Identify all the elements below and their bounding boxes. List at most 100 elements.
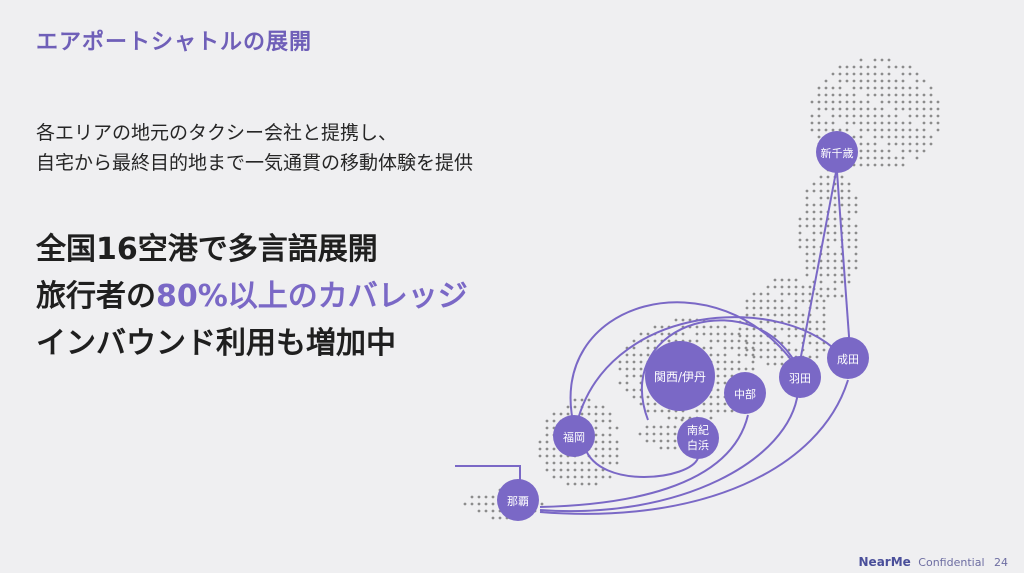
map-dot (759, 299, 763, 303)
highlight-line-2: 旅行者の80%以上のカバレッジ (36, 273, 468, 320)
map-dot (812, 210, 816, 214)
map-dot (854, 266, 858, 270)
map-dot (601, 475, 605, 479)
map-dot (901, 149, 905, 153)
map-dot (716, 409, 720, 413)
map-dot (808, 355, 812, 359)
map-dot (545, 461, 549, 465)
map-dot (646, 332, 650, 336)
airport-kansai-itami-label: 関西/伊丹 (654, 370, 706, 384)
map-dot (833, 196, 837, 200)
map-dot (773, 355, 777, 359)
map-dot (618, 367, 622, 371)
map-dot (840, 266, 844, 270)
map-dot (594, 440, 598, 444)
map-dot (808, 341, 812, 345)
map-dot (559, 454, 563, 458)
map-dot (833, 224, 837, 228)
map-dot (601, 419, 605, 423)
map-dot (646, 339, 650, 343)
map-dot (798, 238, 802, 242)
map-dot (833, 294, 837, 298)
map-dot (709, 353, 713, 357)
map-dot (745, 327, 749, 331)
map-dot (901, 121, 905, 125)
map-dot (601, 433, 605, 437)
map-dot (646, 353, 650, 357)
map-dot (723, 409, 727, 413)
map-dot (566, 482, 570, 486)
map-dot (819, 189, 823, 193)
map-dot (826, 287, 830, 291)
map-dot (887, 86, 891, 90)
map-dot (922, 79, 926, 83)
map-dot (666, 439, 670, 443)
map-dot (840, 203, 844, 207)
map-dot (608, 412, 612, 416)
map-dot (730, 346, 734, 350)
map-dot (880, 156, 884, 160)
map-dot (601, 447, 605, 451)
map-dot (840, 273, 844, 277)
map-dot (601, 454, 605, 458)
map-dot (838, 86, 842, 90)
map-dot (660, 325, 664, 329)
map-dot (566, 405, 570, 409)
map-dot (812, 182, 816, 186)
map-dot (798, 231, 802, 235)
map-dot (615, 447, 619, 451)
map-dot (759, 341, 763, 345)
map-dot (766, 313, 770, 317)
intro-line-1: 各エリアの地元のタクシー会社と提携し、 (36, 122, 398, 144)
map-dot (766, 306, 770, 310)
map-dot (887, 156, 891, 160)
map-dot (766, 299, 770, 303)
map-dot (908, 93, 912, 97)
map-dot (866, 93, 870, 97)
map-dot (915, 149, 919, 153)
map-dot (625, 353, 629, 357)
map-dot (805, 217, 809, 221)
map-dot (805, 259, 809, 263)
map-dot (745, 306, 749, 310)
connection-lines (455, 171, 851, 515)
map-dot (929, 135, 933, 139)
map-dot (666, 446, 670, 450)
map-dot (491, 516, 495, 520)
map-dot (873, 93, 877, 97)
map-dot (901, 100, 905, 104)
map-dot (812, 238, 816, 242)
map-dot (587, 468, 591, 472)
map-dot (751, 346, 755, 350)
map-dot (847, 259, 851, 263)
map-dot (901, 163, 905, 167)
map-dot (826, 175, 830, 179)
map-dot (625, 388, 629, 392)
map-dot (838, 65, 842, 69)
map-dot (730, 409, 734, 413)
map-dot (833, 231, 837, 235)
map-dot (545, 426, 549, 430)
map-dot (929, 93, 933, 97)
map-dot (812, 224, 816, 228)
map-dot (608, 433, 612, 437)
map-dot (716, 367, 720, 371)
map-dot (681, 332, 685, 336)
map-dot (819, 224, 823, 228)
map-dot (625, 360, 629, 364)
map-dot (845, 100, 849, 104)
map-dot (817, 107, 821, 111)
brand-logo: NearMe (858, 555, 911, 569)
map-dot (866, 149, 870, 153)
map-dot (922, 149, 926, 153)
map-dot (752, 306, 756, 310)
map-dot (812, 231, 816, 235)
map-dot (737, 346, 741, 350)
map-dot (808, 327, 812, 331)
map-dot (484, 502, 488, 506)
map-dot (766, 285, 770, 289)
map-dot (559, 475, 563, 479)
map-dot (566, 461, 570, 465)
map-dot (491, 502, 495, 506)
map-dot (632, 395, 636, 399)
